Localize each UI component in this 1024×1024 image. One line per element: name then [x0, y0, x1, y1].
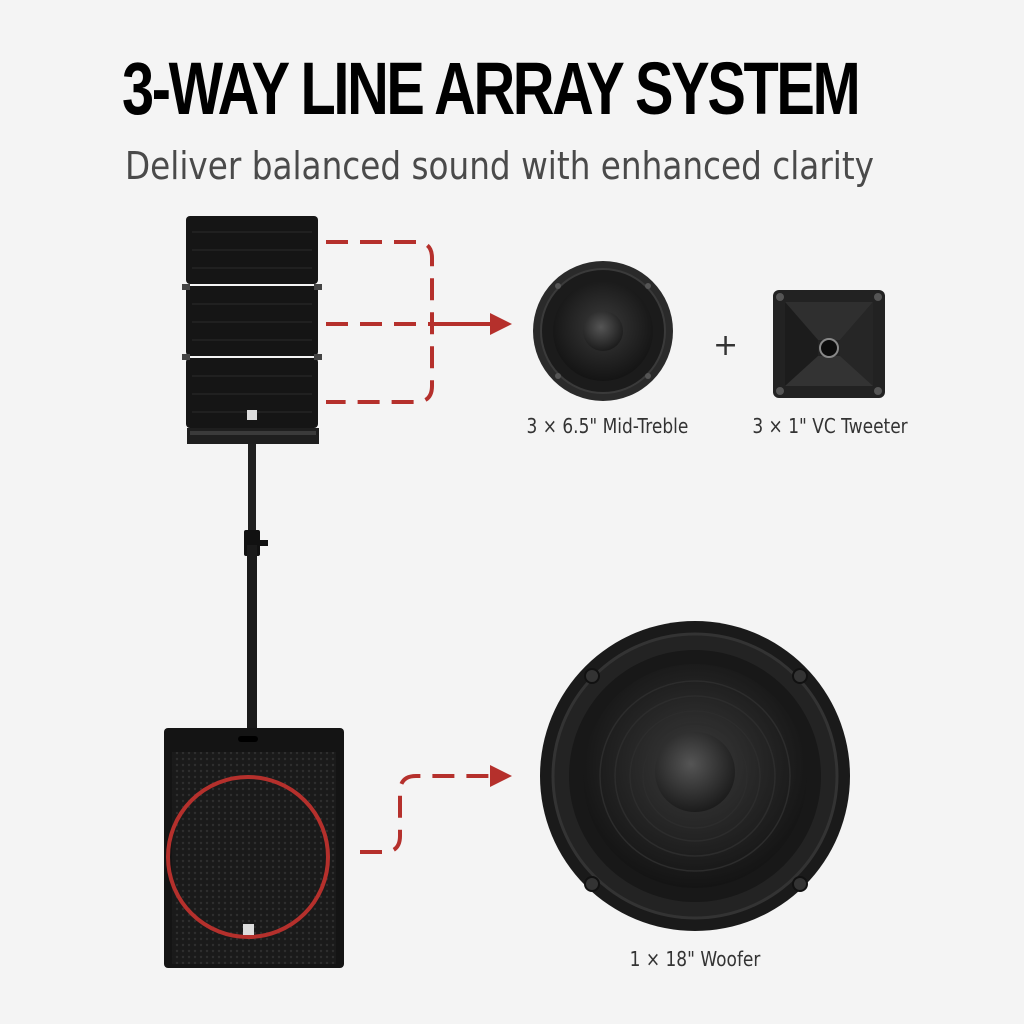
- woofer-caption: 1 × 18" Woofer: [629, 947, 761, 971]
- page-title: 3-WAY LINE ARRAY SYSTEM: [122, 47, 861, 130]
- mounting-pole: [244, 444, 268, 735]
- connector-subwoofer: [360, 774, 492, 854]
- plus-sign: +: [713, 328, 739, 363]
- connector-line-array: [326, 240, 494, 404]
- arrow-to-mid-treble: [490, 313, 512, 335]
- page-subtitle: Deliver balanced sound with enhanced cla…: [125, 144, 875, 188]
- woofer-driver: [540, 621, 850, 931]
- mid-treble-driver: [533, 261, 673, 401]
- tweeter-caption: 3 × 1" VC Tweeter: [752, 414, 908, 438]
- brand-logo-sub: [243, 924, 254, 935]
- line-array-speaker: [182, 216, 322, 444]
- subwoofer-cabinet: [164, 728, 344, 968]
- mid-treble-caption: 3 × 6.5" Mid-Treble: [526, 414, 689, 438]
- arrow-to-woofer: [490, 765, 512, 787]
- brand-logo-small: [247, 410, 257, 420]
- tweeter-horn: [773, 290, 885, 398]
- subwoofer-red-ring: [166, 775, 330, 939]
